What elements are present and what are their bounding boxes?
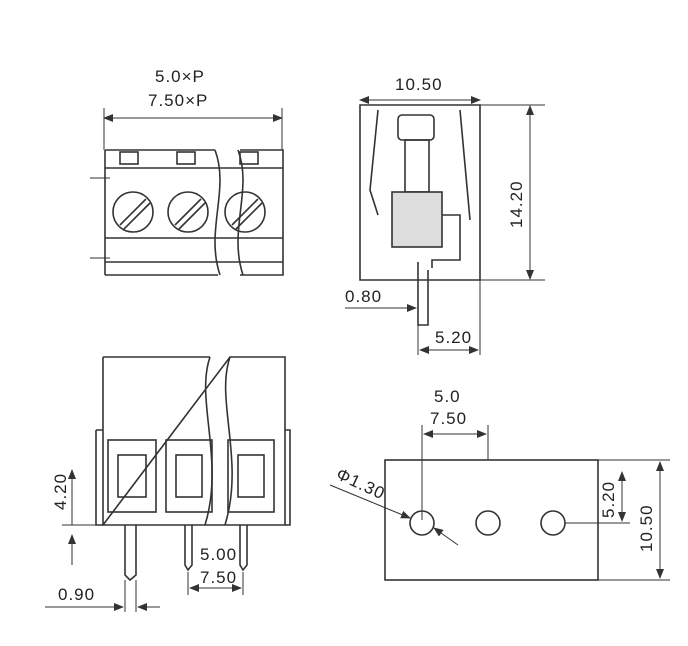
- pcb-pitch-2-label: 7.50: [430, 409, 467, 428]
- bottom-body: [101, 356, 286, 526]
- bottom-pitch-2-label: 7.50: [200, 568, 237, 587]
- pin-offset-label: 5.20: [435, 328, 472, 347]
- pcb-depth-label: 10.50: [637, 504, 656, 552]
- wire-entry-windows: [107, 439, 275, 513]
- side-view: 10.50 14.20 0.80 5.20: [345, 75, 545, 355]
- front-view: 5.0×P 7.50×P: [90, 67, 284, 276]
- pcb-outline: [384, 459, 599, 581]
- hole: [475, 510, 501, 536]
- hole-offset-label: 5.20: [599, 481, 618, 518]
- bottom-pitch-1-label: 5.00: [200, 545, 237, 564]
- screw-icons: [112, 191, 266, 233]
- pins: [124, 525, 248, 582]
- pcb-layout: 5.0 7.50 Φ1.30 5.20 10.50: [329, 387, 670, 581]
- pin-width-label: 0.90: [58, 585, 95, 604]
- pitch-label-2: 7.50×P: [148, 91, 208, 110]
- pitch-label-1: 5.0×P: [155, 67, 205, 86]
- pcb-pitch-1-label: 5.0: [434, 387, 461, 406]
- pin-thickness-label: 0.80: [345, 287, 382, 306]
- hole: [540, 510, 566, 536]
- front-body: [104, 149, 284, 276]
- pin-height-label: 4.20: [51, 473, 70, 510]
- side-pin: [417, 214, 461, 326]
- side-height-label: 14.20: [507, 180, 526, 228]
- bottom-view: 4.20 5.00 7.50 0.90: [45, 356, 291, 612]
- side-width-label: 10.50: [395, 75, 443, 94]
- hole: [409, 510, 435, 536]
